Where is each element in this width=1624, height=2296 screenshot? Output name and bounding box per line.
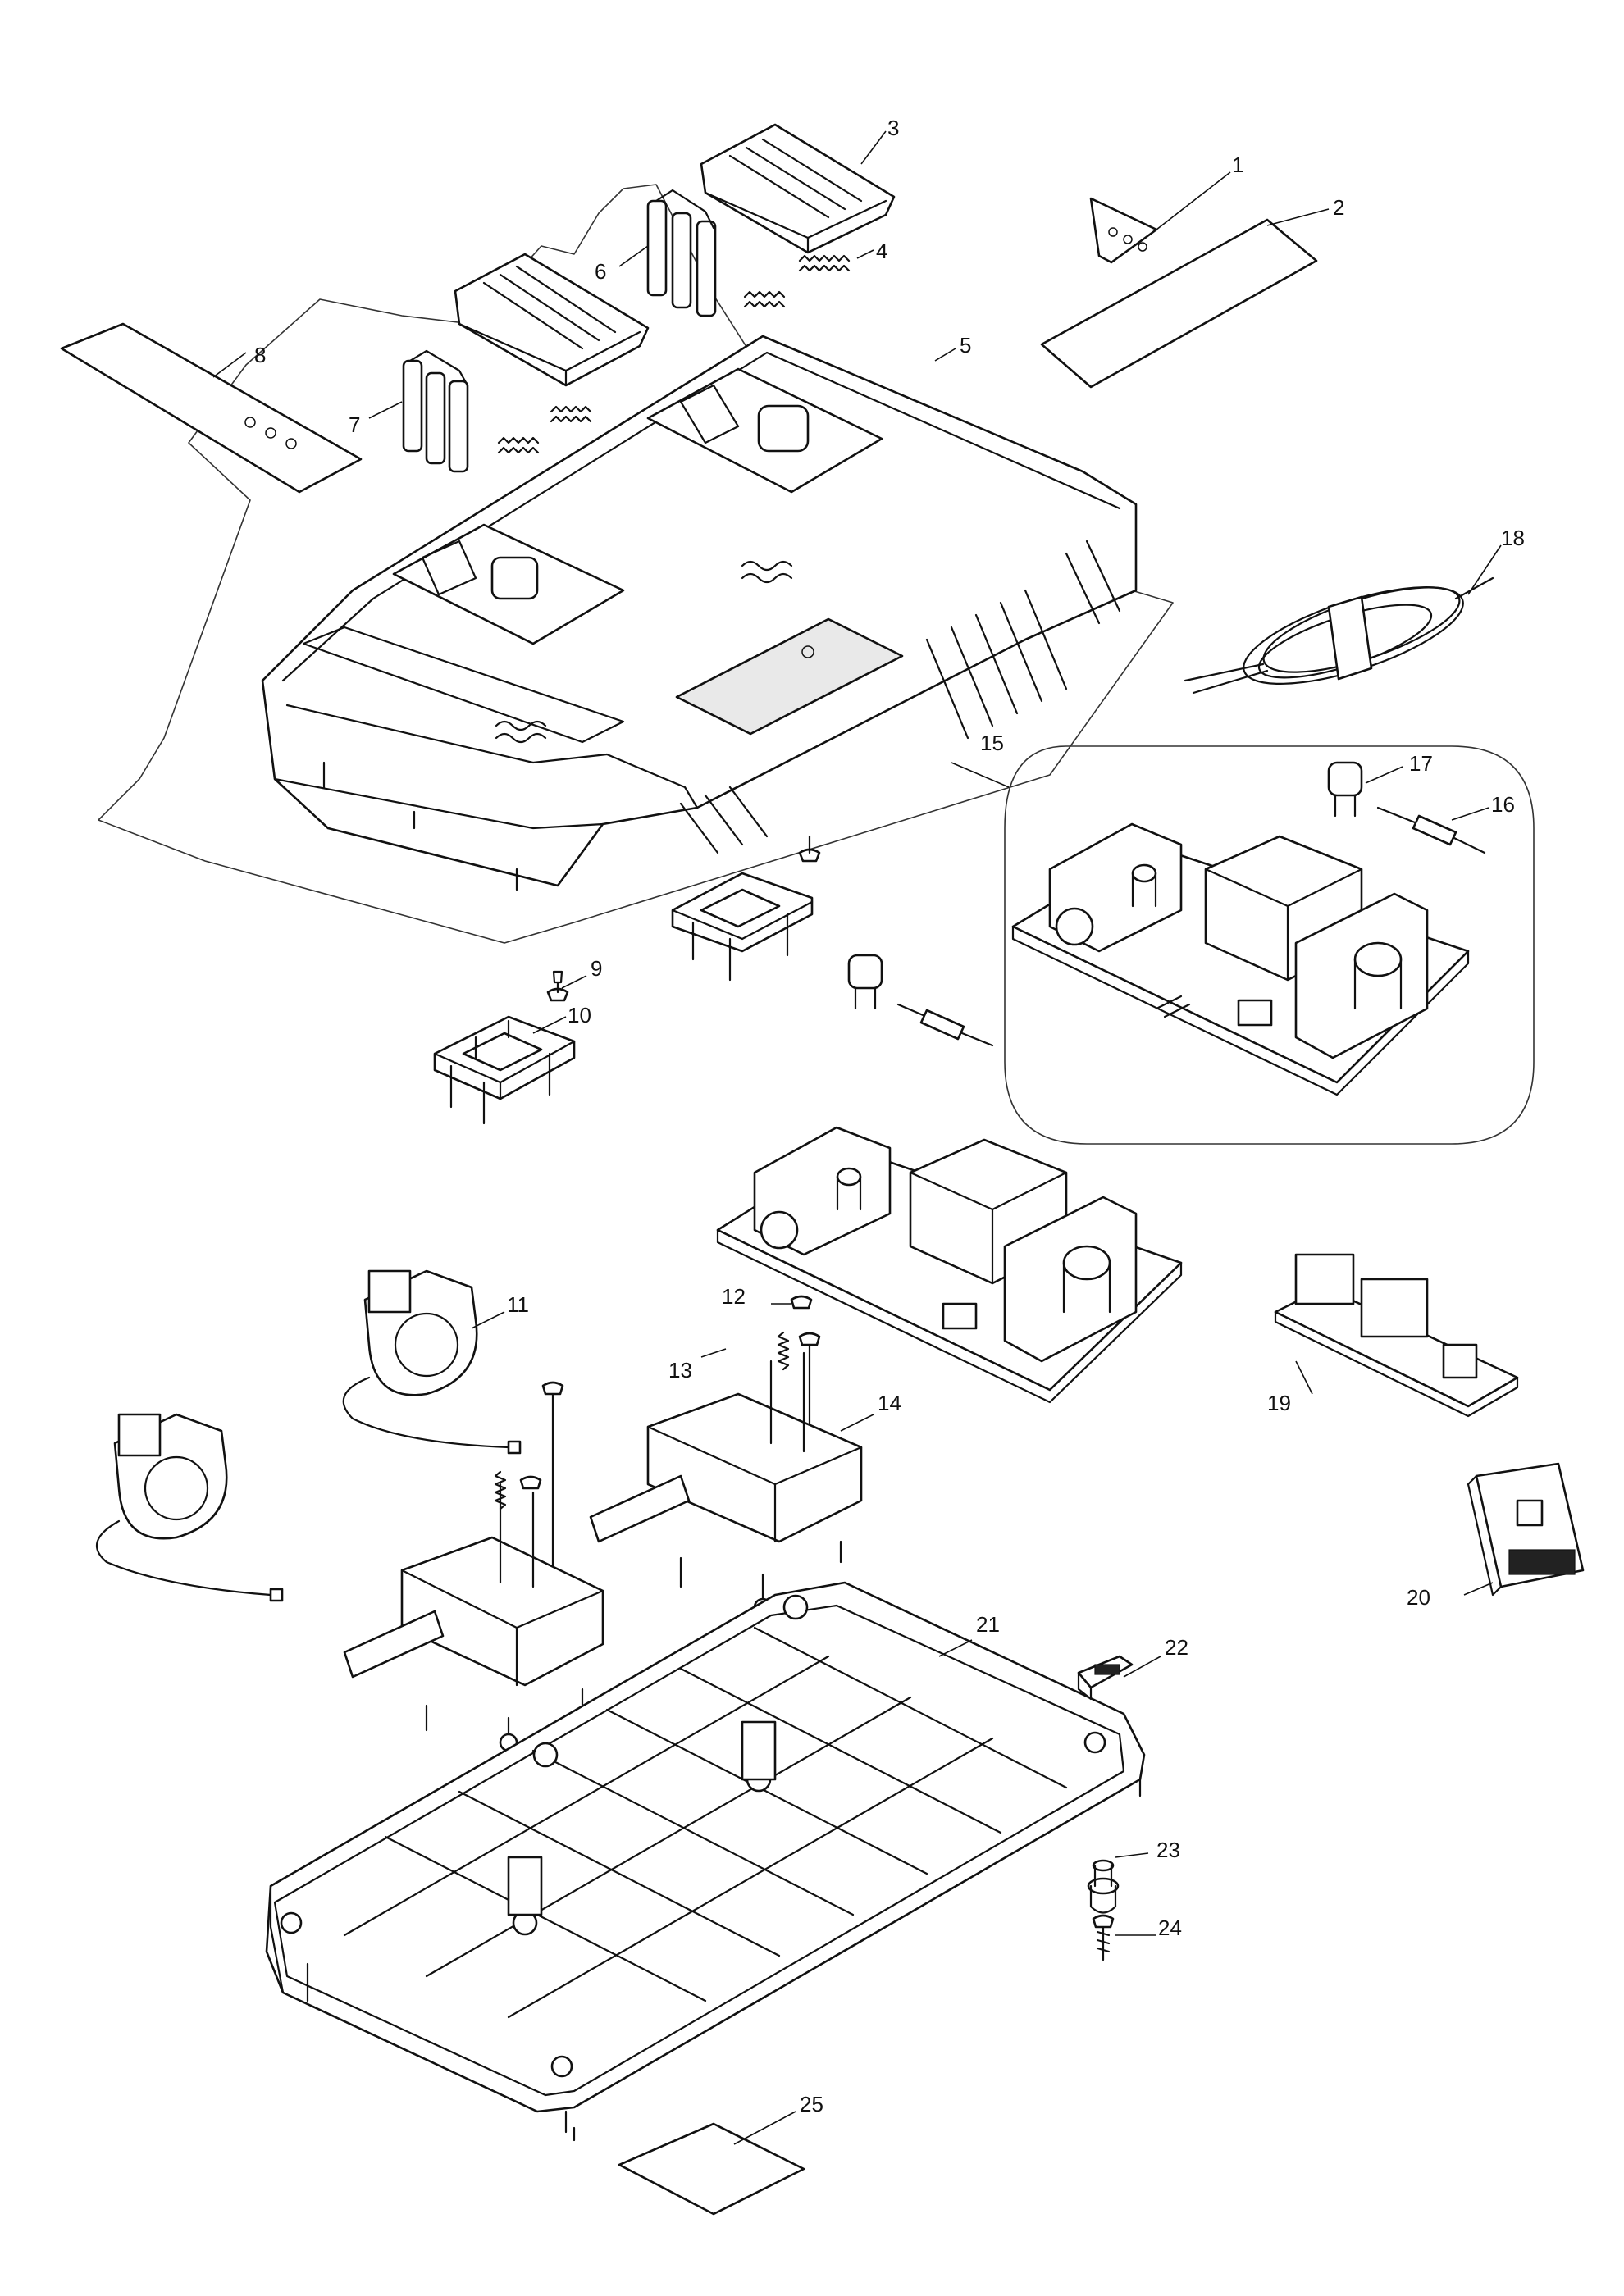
callout-17: 17: [1409, 751, 1433, 776]
callout-4: 4: [876, 239, 887, 263]
part-6-terminal-pins: [646, 189, 717, 317]
part-3-slide-cover: [700, 123, 896, 254]
callout-21: 21: [976, 1612, 1000, 1637]
part-battery-holder-lower: [343, 1483, 604, 1752]
callout-25: 25: [800, 2092, 823, 2116]
part-22-clip: [1077, 1655, 1134, 1701]
callout-6: 6: [595, 259, 606, 284]
part-7-terminal-pins: [402, 349, 469, 473]
part-8-label: [60, 322, 363, 494]
callout-2: 2: [1333, 195, 1344, 220]
callout-15: 15: [980, 731, 1004, 755]
leader-lines: [212, 130, 1502, 2145]
callout-19: 19: [1267, 1391, 1291, 1415]
callout-22: 22: [1165, 1635, 1188, 1660]
callout-23: 23: [1156, 1838, 1180, 1862]
part-1-small-label: [1089, 197, 1158, 264]
part-23-rubber-foot: [1087, 1859, 1120, 1914]
part-25-bottom-label: [618, 2122, 805, 2216]
callout-labels: 1 2 3 4 5 6 7 8 9 10 11 12 13 14 15 16 1…: [254, 116, 1525, 2116]
part-fan-lower: [96, 1413, 284, 1602]
part-19-sub-board: [1274, 1253, 1519, 1418]
upper-housing-group-outline: [98, 184, 1174, 944]
part-24-screw: [1092, 1914, 1115, 1961]
callout-5: 5: [960, 333, 971, 358]
callout-18: 18: [1501, 526, 1525, 550]
part-15-pcb: [1011, 822, 1470, 1096]
callout-1: 1: [1232, 153, 1243, 177]
callout-8: 8: [254, 343, 266, 367]
part-2-top-label: [1040, 218, 1318, 389]
callout-13: 13: [668, 1358, 692, 1383]
part-21-lower-housing: [265, 1581, 1146, 2142]
pcb-assembly-group-outline: [1004, 745, 1535, 1145]
callout-11: 11: [507, 1292, 529, 1317]
part-4-springs: [497, 254, 851, 454]
part-switch-holder-right: [671, 835, 821, 982]
callout-12: 12: [722, 1284, 746, 1309]
part-20-connector-board: [1467, 1462, 1585, 1597]
part-slide-cover-left: [454, 253, 650, 387]
callout-10: 10: [568, 1003, 591, 1027]
callout-14: 14: [878, 1391, 901, 1415]
callout-3: 3: [887, 116, 899, 140]
part-11-fan-upper: [342, 1269, 522, 1455]
callout-24: 24: [1158, 1916, 1182, 1940]
pcb-board-exploded-view: [716, 1126, 1183, 1404]
part-9-screw: [546, 970, 569, 1002]
callout-7: 7: [349, 412, 360, 437]
part-5-upper-housing: [261, 335, 1138, 891]
part-16-fuse: [1376, 806, 1486, 854]
callout-9: 9: [591, 956, 602, 981]
part-17-fuse-holder: [1327, 761, 1363, 818]
callout-20: 20: [1407, 1585, 1430, 1610]
part-18-power-cord: [1184, 576, 1494, 695]
part-fuse-holder-secondary: [847, 954, 994, 1047]
part-14-battery-holder: [589, 1351, 863, 1617]
part-10-switch-holder: [433, 1015, 576, 1125]
callout-16: 16: [1491, 792, 1515, 817]
